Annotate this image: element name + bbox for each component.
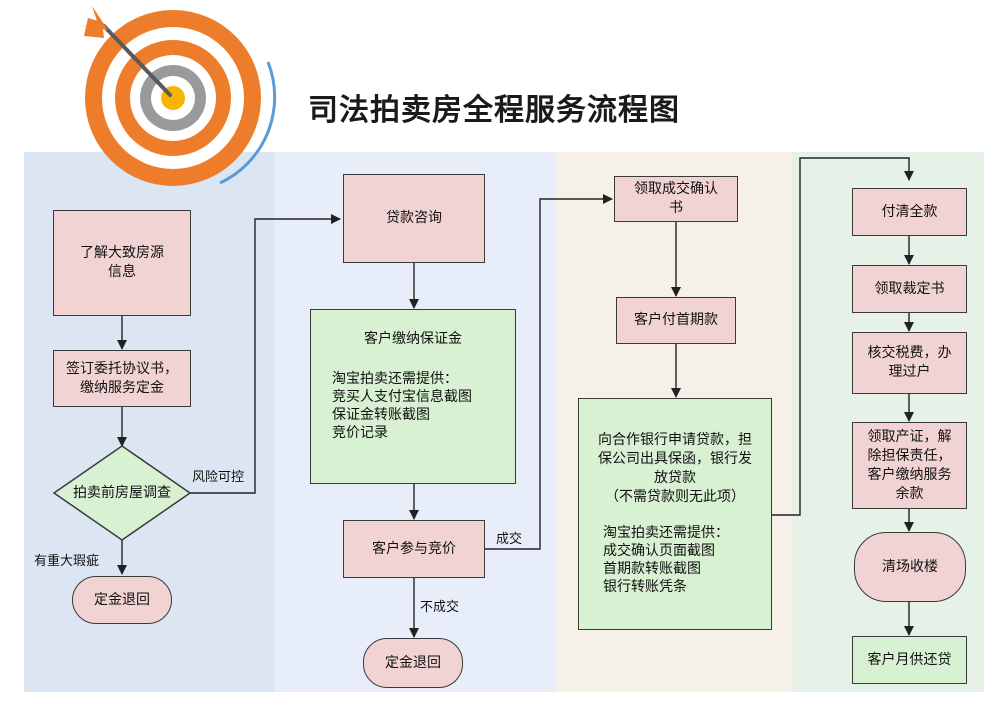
bank-loan-note: 淘宝拍卖还需提供： 成交确认页面截图 首期款转账截图 银行转账凭条	[603, 525, 729, 595]
edge-label-no-deal: 不成交	[420, 600, 460, 615]
page-title: 司法拍卖房全程服务流程图	[308, 93, 680, 128]
target-with-arrow-icon	[80, 6, 277, 186]
deposit-title: 客户缴纳保证金	[364, 331, 462, 347]
node-loan-consultation: 贷款咨询	[343, 174, 485, 263]
node-deal-confirmation: 领取成交确认 书	[614, 176, 738, 222]
node-sign-agreement: 签订委托协议书， 缴纳服务定金	[53, 350, 191, 407]
node-pay-in-full: 付清全款	[852, 188, 967, 236]
node-collect-certificate: 领取产证，解 除担保责任， 客户缴纳服务 余款	[852, 422, 967, 509]
node-refund-deposit-1: 定金退回	[72, 576, 172, 624]
edge-label-major-defect: 有重大瑕疵	[34, 554, 100, 569]
node-bank-loan: 向合作银行申请贷款，担 保公司出具保函，银行发 放贷款 （不需贷款则无此项）	[578, 398, 772, 630]
node-down-payment: 客户付首期款	[616, 297, 736, 344]
node-collect-ruling: 领取裁定书	[852, 265, 967, 313]
bank-loan-text: 向合作银行申请贷款，担 保公司出具保函，银行发 放贷款 （不需贷款则无此项）	[598, 432, 752, 505]
node-refund-deposit-2: 定金退回	[363, 638, 463, 688]
edge-label-deal: 成交	[496, 532, 523, 547]
edge-label-risk-ok: 风险可控	[192, 470, 245, 485]
deposit-note: 淘宝拍卖还需提供： 竞买人支付宝信息截图 保证金转账截图 竞价记录	[332, 371, 472, 441]
node-clear-premises: 清场收楼	[854, 532, 966, 602]
node-monthly-repayment: 客户月供还贷	[852, 636, 967, 684]
node-tax-transfer: 核交税费，办 理过户	[852, 332, 967, 394]
node-pre-auction-inspection: 拍卖前房屋调查	[73, 484, 171, 501]
decision-diamond	[52, 445, 192, 541]
node-participate-bidding: 客户参与竞价	[343, 520, 485, 578]
node-pay-security-deposit: 客户缴纳保证金	[310, 309, 516, 484]
node-understand-listing: 了解大致房源 信息	[53, 210, 191, 316]
